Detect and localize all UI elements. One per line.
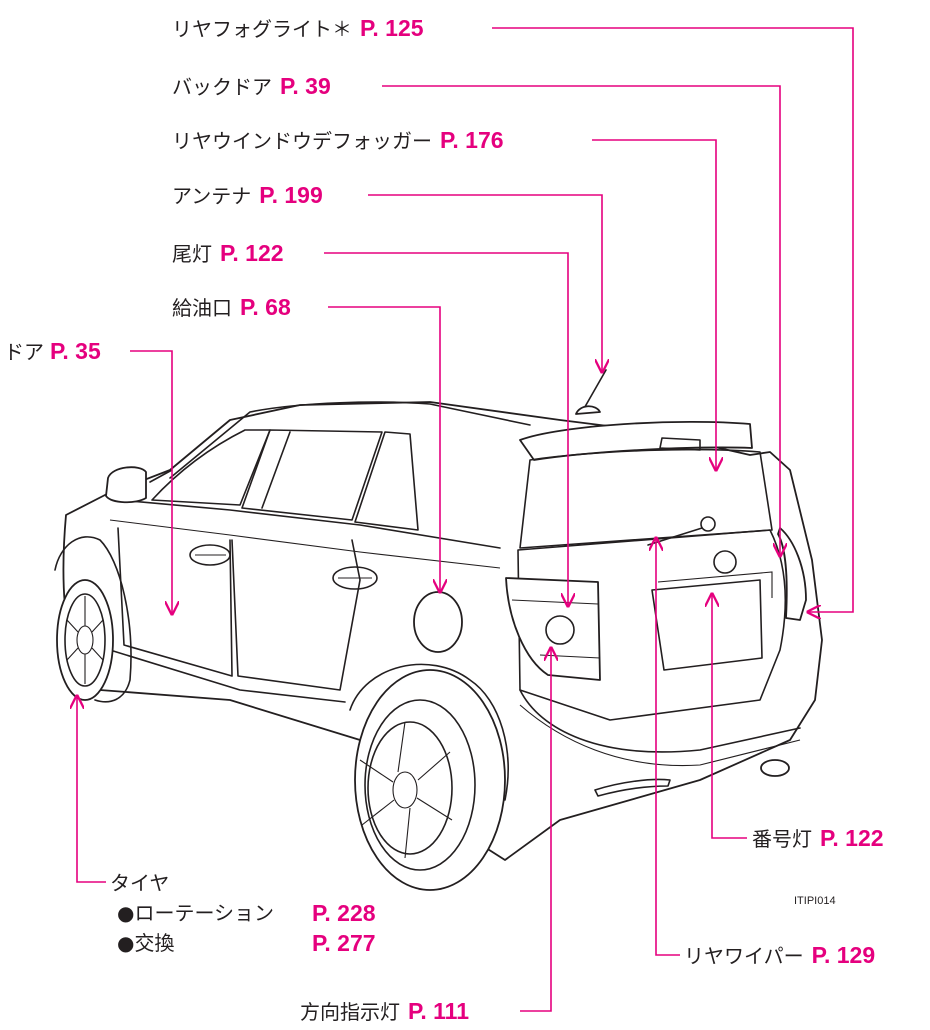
tire-item-rotation-page: P. 228: [312, 900, 376, 926]
tire-item-rotation-label: ●ローテーション: [117, 901, 274, 925]
image-code: ITIPI014: [794, 895, 836, 907]
car-illustration: [54, 369, 823, 891]
leader-tail-lamp: [324, 252, 568, 606]
leader-defogger: [592, 139, 716, 470]
callout-rear-fog: リヤフォグライト＊P. 125: [172, 15, 424, 41]
leader-door: [130, 350, 172, 614]
leader-turn-signal: [520, 648, 551, 1012]
leader-tire: [77, 696, 106, 883]
leader-lines: [77, 27, 854, 1012]
tire-title: タイヤ: [110, 871, 169, 895]
leader-rear-wiper: [656, 538, 680, 956]
leader-rear-fog: [492, 27, 854, 612]
leader-fuel-lid: [328, 306, 440, 592]
tire-item-replace-label: ●交換: [117, 931, 174, 955]
leader-license-lamp: [712, 594, 747, 839]
leader-back-door: [382, 85, 780, 556]
tire-item-replace-page: P. 277: [312, 930, 376, 956]
leader-antenna: [368, 194, 602, 372]
